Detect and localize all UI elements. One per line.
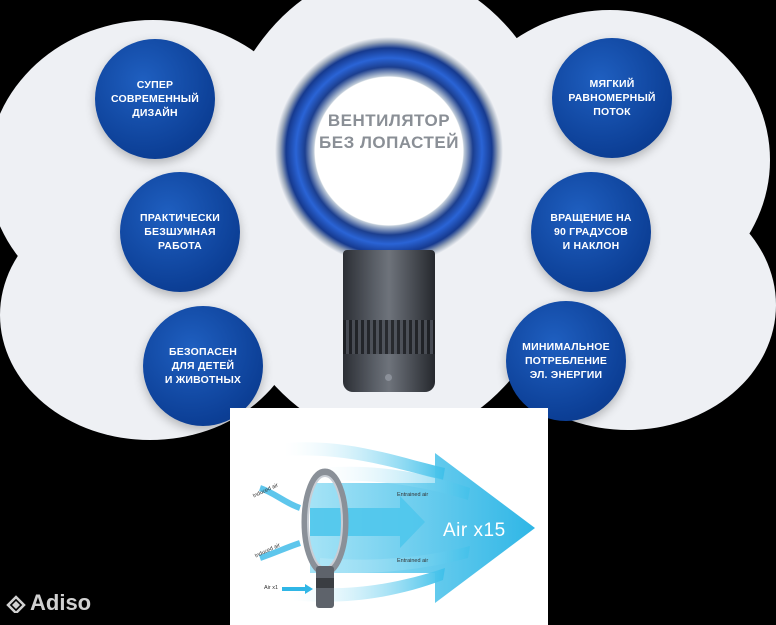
flow-streak [320,546,470,574]
feature-bubble-energy: МИНИМАЛЬНОЕ ПОТРЕБЛЕНИЕ ЭЛ. ЭНЕРГИИ [506,301,626,421]
label-entrained-air-top: Entrained air [397,492,429,498]
label-air-in: Air x1 [264,585,279,591]
input-arrow-head [305,584,313,594]
fan-ring [271,33,507,269]
feature-bubble-silent: ПРАКТИЧЕСКИ БЕЗШУМНАЯ РАБОТА [120,172,240,292]
label-entrained-air-bottom: Entrained air [397,558,429,564]
induced-arrow [258,485,302,511]
fan-power-button [385,374,392,381]
airflow-diagram: Induced air Induced air Entrained air En… [230,408,548,625]
induced-arrow [259,540,301,561]
flow-streak [285,442,445,480]
fan-grille [343,320,435,354]
flow-streak [290,568,445,602]
adiso-logo-icon [6,595,26,613]
airflow-graphic [258,442,535,608]
flow-streak [310,496,425,548]
feature-bubble-flow: МЯГКИЙ РАВНОМЕРНЫЙ ПОТОК [552,38,672,158]
air-multiplier-label: Air x15 [443,520,506,541]
fan-title: ВЕНТИЛЯТОР БЕЗ ЛОПАСТЕЙ [319,111,459,152]
feature-bubble-design: СУПЕР СОВРЕМЕННЫЙ ДИЗАЙН [95,39,215,159]
watermark-text: Adiso [30,590,92,615]
feature-bubble-safe: БЕЗОПАСЕН ДЛЯ ДЕТЕЙ И ЖИВОТНЫХ [143,306,263,426]
watermark: Adiso [6,590,91,616]
feature-bubble-rotation: ВРАЩЕНИЕ НА 90 ГРАДУСОВ И НАКЛОН [531,172,651,292]
flow-streak [320,466,470,500]
